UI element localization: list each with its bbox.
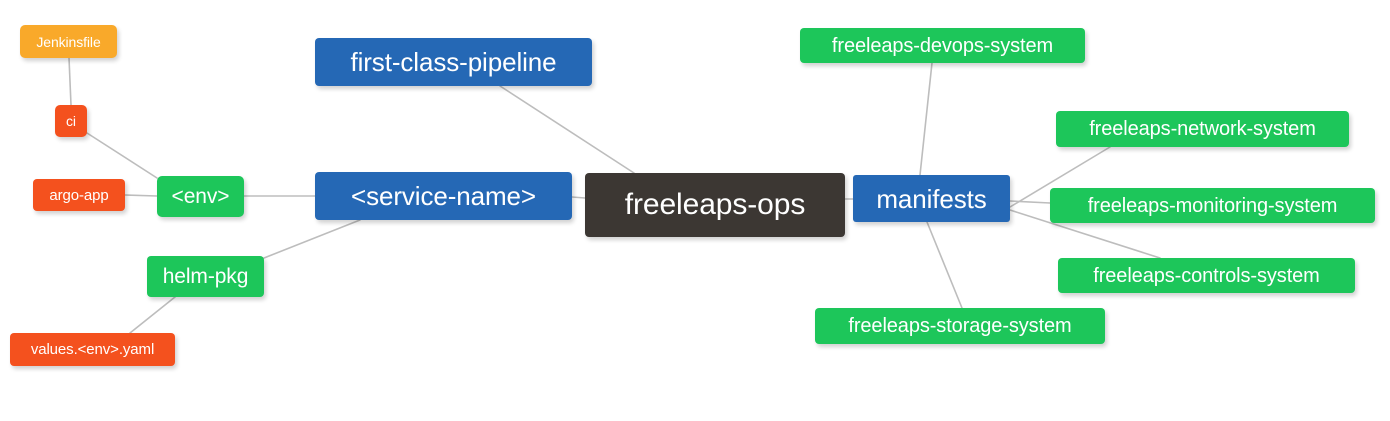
edge-helm-pkg-to-values-yaml [129,296,176,334]
edge-jenkinsfile-to-ci [68,57,72,106]
edge-manifests-to-freeleaps-devops-system [919,62,933,176]
node-label-helm-pkg: helm-pkg [162,265,249,288]
edge-service-name-to-freeleaps-ops [571,196,586,199]
node-freeleaps-devops-system[interactable]: freeleaps-devops-system [800,28,1085,63]
node-freeleaps-network-system[interactable]: freeleaps-network-system [1056,111,1349,147]
node-label-service-name: <service-name> [350,181,537,211]
node-label-freeleaps-controls-system: freeleaps-controls-system [1093,264,1320,287]
node-freeleaps-storage-system[interactable]: freeleaps-storage-system [815,308,1105,344]
node-service-name[interactable]: <service-name> [315,172,572,220]
node-label-first-class-pipeline: first-class-pipeline [350,47,557,77]
node-manifests[interactable]: manifests [853,175,1010,222]
node-ci[interactable]: ci [55,105,87,137]
edge-first-class-pipeline-to-freeleaps-ops [499,85,635,174]
node-first-class-pipeline[interactable]: first-class-pipeline [315,38,592,86]
node-freeleaps-controls-system[interactable]: freeleaps-controls-system [1058,258,1355,293]
node-label-freeleaps-storage-system: freeleaps-storage-system [848,315,1072,337]
node-helm-pkg[interactable]: helm-pkg [147,256,264,297]
edge-service-name-to-helm-pkg [263,219,361,259]
edge-manifests-to-freeleaps-monitoring-system [1009,200,1051,204]
node-env[interactable]: <env> [157,176,244,217]
node-label-freeleaps-devops-system: freeleaps-devops-system [831,34,1054,57]
node-label-freeleaps-ops: freeleaps-ops [624,188,806,221]
node-label-env: <env> [171,185,230,208]
node-freeleaps-monitoring-system[interactable]: freeleaps-monitoring-system [1050,188,1375,223]
node-label-values-yaml: values.<env>.yaml [30,341,155,358]
node-freeleaps-ops[interactable]: freeleaps-ops [585,173,845,237]
node-values-yaml[interactable]: values.<env>.yaml [10,333,175,366]
edge-ci-to-env [86,132,158,179]
node-label-argo-app: argo-app [49,186,109,204]
edge-argo-app-to-env [124,194,158,197]
node-label-ci: ci [66,113,76,129]
node-argo-app[interactable]: argo-app [33,179,125,211]
node-label-manifests: manifests [876,183,987,214]
edge-manifests-to-freeleaps-storage-system [926,221,963,309]
node-jenkinsfile[interactable]: Jenkinsfile [20,25,117,58]
node-label-freeleaps-monitoring-system: freeleaps-monitoring-system [1087,194,1338,217]
node-label-freeleaps-network-system: freeleaps-network-system [1089,118,1316,140]
node-label-jenkinsfile: Jenkinsfile [36,33,101,50]
